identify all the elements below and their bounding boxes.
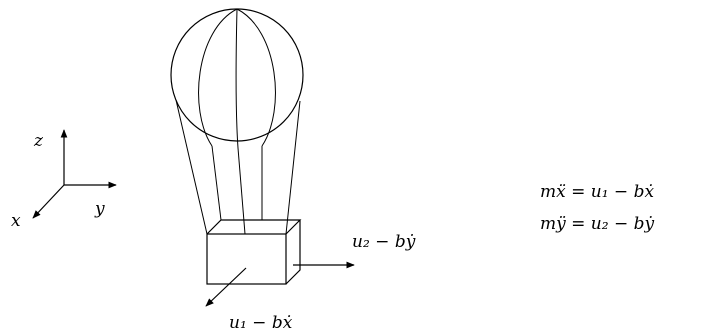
envelope-meridian-left bbox=[198, 8, 238, 147]
basket-front-face bbox=[206, 233, 287, 285]
envelope-meridian-center bbox=[235, 8, 239, 149]
equation-x: mẍ = u₁ − bẋ bbox=[540, 182, 654, 202]
rope bbox=[211, 145, 222, 221]
coordinate-axes: z y x bbox=[11, 129, 117, 231]
y-axis-label: y bbox=[94, 199, 105, 219]
equations-of-motion: mẍ = u₁ − bẋ mÿ = u₂ − bẏ bbox=[540, 182, 654, 234]
equation-y: mÿ = u₂ − bẏ bbox=[540, 214, 654, 234]
bottom-force-label: u₁ − bẋ bbox=[229, 313, 293, 333]
basket-side-face bbox=[285, 220, 301, 285]
basket bbox=[206, 219, 302, 285]
envelope-meridian-right bbox=[236, 8, 276, 147]
z-axis-label: z bbox=[33, 131, 44, 151]
rope bbox=[237, 147, 246, 235]
basket-top-face bbox=[206, 219, 302, 235]
bottom-force-arrow bbox=[205, 267, 247, 307]
side-force-label: u₂ − bẏ bbox=[352, 232, 416, 252]
rope bbox=[175, 99, 208, 235]
rope bbox=[285, 100, 301, 235]
force-arrows: u₂ − bẏ u₁ − bẋ bbox=[205, 232, 416, 333]
x-axis-label: x bbox=[11, 211, 21, 231]
suspension-ropes bbox=[175, 99, 301, 235]
balloon-envelope bbox=[170, 8, 304, 149]
x-axis-arrow bbox=[32, 184, 65, 219]
